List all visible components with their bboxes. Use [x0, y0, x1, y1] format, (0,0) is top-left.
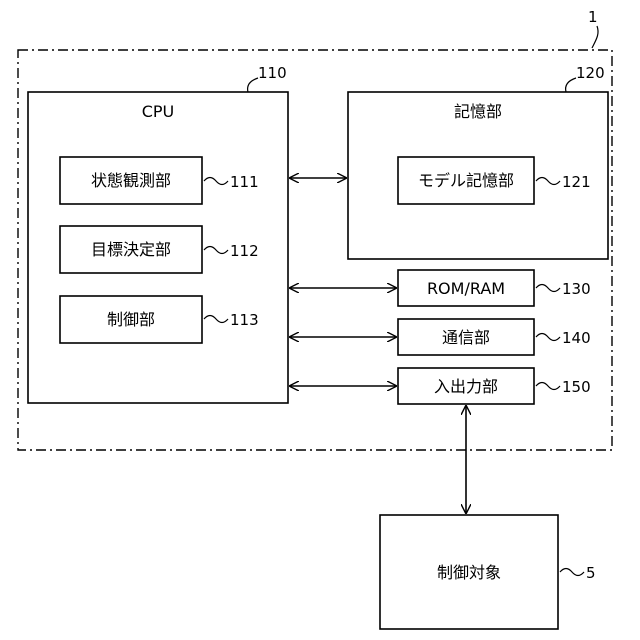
- io-ref-leader: [536, 383, 560, 390]
- control-unit-label: 制御部: [107, 310, 155, 329]
- control-unit-ref: 113: [230, 311, 259, 329]
- cpu-label: CPU: [142, 102, 175, 121]
- state-observation-label: 状態観測部: [91, 171, 171, 190]
- model-storage-ref: 121: [562, 173, 591, 191]
- state-observation-ref: 111: [230, 173, 259, 191]
- controlled-object-label: 制御対象: [437, 563, 501, 582]
- system-ref-leader: [592, 26, 598, 48]
- io-ref: 150: [562, 378, 591, 396]
- controlled-object-ref: 5: [586, 564, 596, 582]
- rom-ram-label: ROM/RAM: [427, 279, 505, 298]
- storage-label: 記憶部: [454, 102, 502, 121]
- rom-ram-ref-leader: [536, 285, 560, 292]
- cpu-ref-leader: [248, 78, 258, 92]
- communication-ref-leader: [536, 334, 560, 341]
- cpu-ref: 110: [258, 64, 287, 82]
- storage-ref-leader: [566, 78, 576, 92]
- communication-ref: 140: [562, 329, 591, 347]
- communication-label: 通信部: [442, 328, 490, 347]
- controlled-object-ref-leader: [560, 569, 584, 576]
- storage-ref: 120: [576, 64, 605, 82]
- rom-ram-ref: 130: [562, 280, 591, 298]
- system-ref: 1: [588, 8, 598, 26]
- target-decision-ref: 112: [230, 242, 259, 260]
- model-storage-label: モデル記憶部: [418, 171, 514, 190]
- target-decision-label: 目標決定部: [91, 240, 171, 259]
- io-label: 入出力部: [434, 377, 498, 396]
